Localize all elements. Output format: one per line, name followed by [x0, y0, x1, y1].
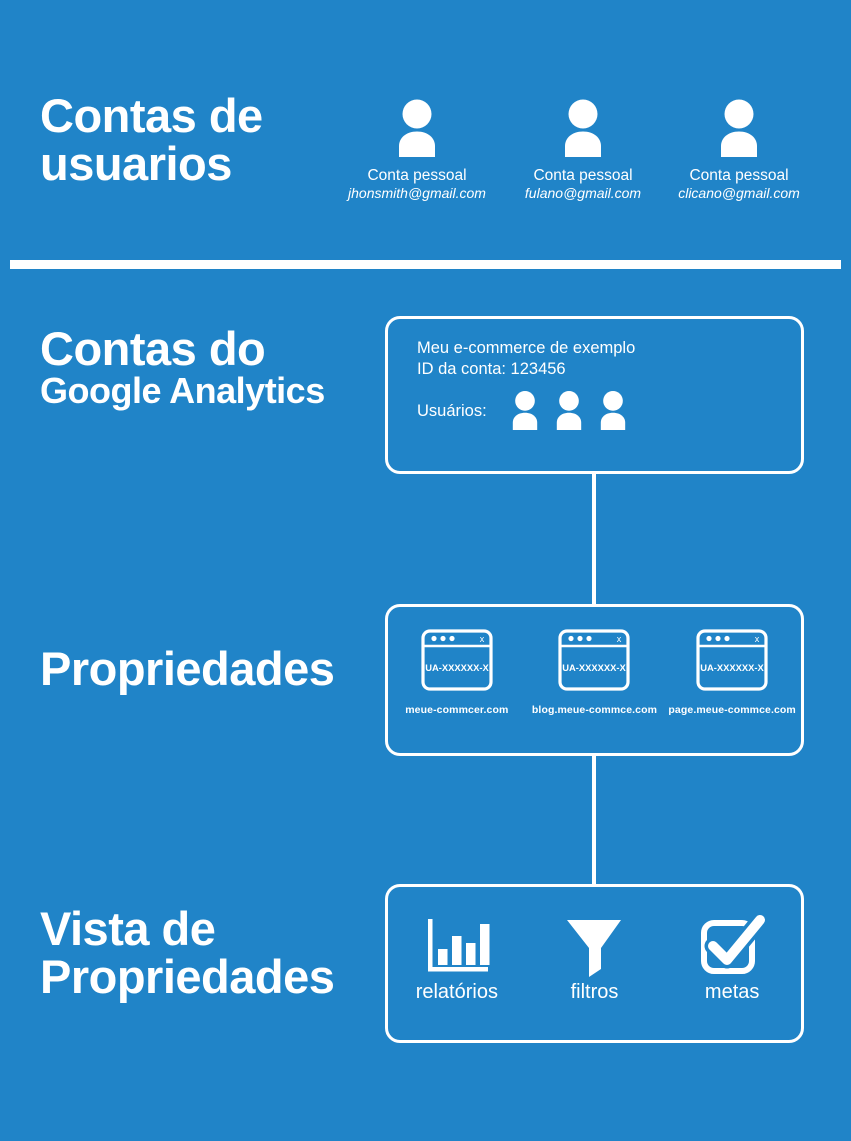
user-account-label: Conta pessoal — [367, 167, 467, 184]
section-user-accounts: Contas de usuarios Conta pessoal jhonsmi… — [0, 0, 851, 262]
property-view-item[interactable]: filtros — [532, 913, 657, 1004]
user-accounts-title-line2: usuarios — [40, 136, 232, 190]
analytics-account-name: Meu e-commerce de exemplo — [417, 339, 636, 357]
analytics-accounts-title-line1: Contas do — [40, 322, 266, 375]
property-view-label: metas — [704, 981, 760, 1003]
analytics-account-users: Usuários: — [417, 388, 634, 435]
user-account-email: fulano@gmail.com — [524, 185, 642, 202]
checkbox-check-icon — [670, 913, 795, 979]
property-views-title-line1: Vista de — [40, 902, 216, 955]
person-icon — [504, 388, 546, 435]
analytics-account-card[interactable]: Meu e-commerce de exemplo ID da conta: 1… — [385, 316, 804, 474]
property-view-item[interactable]: metas — [670, 913, 795, 1004]
analytics-users-label: Usuários: — [417, 402, 487, 420]
funnel-icon — [532, 913, 657, 979]
properties-card[interactable]: x UA-XXXXXX-X meue-commcer.com x UA- — [385, 604, 804, 756]
browser-window-icon: x UA-XXXXXX-X — [696, 629, 768, 695]
person-icon — [327, 95, 507, 162]
user-account-email: clicano@gmail.com — [678, 185, 800, 202]
properties-list: x UA-XXXXXX-X meue-commcer.com x UA- — [388, 629, 801, 716]
user-account-card: Conta pessoal fulano@gmail.com — [493, 95, 673, 203]
property-view-item[interactable]: relatórios — [394, 913, 519, 1004]
user-account-email: jhonsmith@gmail.com — [348, 185, 486, 202]
property-views-card[interactable]: relatórios filtros met — [385, 884, 804, 1043]
user-accounts-title: Contas de usuarios — [40, 92, 340, 188]
browser-window-icon: x UA-XXXXXX-X — [558, 629, 631, 695]
analytics-account-id: ID da conta: 123456 — [417, 360, 566, 379]
bar-chart-icon — [394, 913, 519, 979]
user-account-card: Conta pessoal clicano@gmail.com — [649, 95, 829, 203]
property-view-label: filtros — [570, 981, 619, 1003]
svg-text:UA-XXXXXX-X: UA-XXXXXX-X — [563, 662, 627, 673]
person-icon — [548, 388, 590, 435]
analytics-account-info: Meu e-commerce de exemplo ID da conta: 1… — [417, 338, 635, 381]
property-views-title-line2: Propriedades — [40, 949, 335, 1003]
properties-title: Propriedades — [40, 642, 335, 695]
property-item[interactable]: x UA-XXXXXX-X page.meue-commce.com — [665, 629, 800, 716]
person-icon — [493, 95, 673, 162]
property-view-label: relatórios — [415, 981, 498, 1003]
user-account-label: Conta pessoal — [533, 167, 633, 184]
property-domain: meue-commcer.com — [405, 704, 509, 716]
user-account-label: Conta pessoal — [689, 167, 789, 184]
connector-accounts-to-properties — [592, 474, 596, 604]
person-icon — [592, 388, 634, 435]
user-accounts-title-line1: Contas de — [40, 89, 263, 142]
analytics-accounts-title: Contas do Google Analytics — [40, 325, 370, 410]
person-icon — [649, 95, 829, 162]
browser-window-icon: x UA-XXXXXX-X — [421, 629, 493, 695]
svg-text:UA-XXXXXX-X: UA-XXXXXX-X — [700, 662, 764, 673]
property-domain: blog.meue-commce.com — [531, 704, 658, 716]
property-views-list: relatórios filtros met — [388, 913, 801, 1004]
user-account-card: Conta pessoal jhonsmith@gmail.com — [327, 95, 507, 203]
svg-text:x: x — [755, 634, 760, 644]
svg-text:x: x — [617, 634, 622, 644]
svg-text:x: x — [480, 634, 485, 644]
property-item[interactable]: x UA-XXXXXX-X blog.meue-commce.com — [527, 629, 662, 716]
property-views-title: Vista de Propriedades — [40, 905, 390, 1001]
section-divider — [10, 260, 841, 269]
property-item[interactable]: x UA-XXXXXX-X meue-commcer.com — [389, 629, 524, 716]
svg-text:UA-XXXXXX-X: UA-XXXXXX-X — [425, 662, 489, 673]
connector-properties-to-views — [592, 756, 596, 884]
property-domain: page.meue-commce.com — [668, 704, 796, 716]
analytics-accounts-title-line2: Google Analytics — [40, 369, 325, 411]
analytics-users-icon-group — [504, 388, 634, 435]
